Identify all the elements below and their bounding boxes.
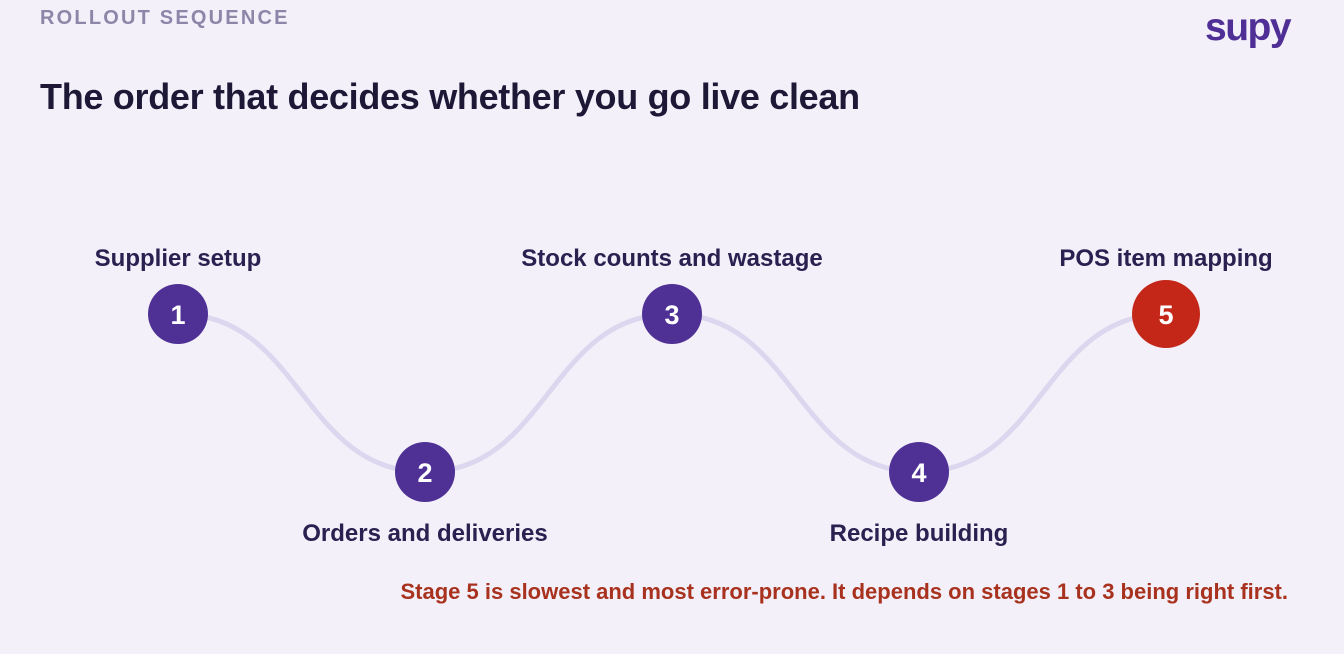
connector-4-5 xyxy=(916,311,1169,475)
stage-2-node xyxy=(395,442,455,502)
stage-2-number: 2 xyxy=(417,458,432,488)
stage-4-label: Recipe building xyxy=(830,520,1009,547)
timeline-connectors xyxy=(175,311,1169,475)
stage-1-label: Supplier setup xyxy=(95,245,262,272)
stage-4-number: 4 xyxy=(911,458,926,488)
stage-3-number: 3 xyxy=(664,300,679,330)
connector-3-4 xyxy=(669,311,922,475)
stage-1: 1 Supplier setup xyxy=(95,245,262,344)
stage-5-number: 5 xyxy=(1158,300,1173,330)
stage-2-label: Orders and deliveries xyxy=(302,520,547,547)
stage-4-node xyxy=(889,442,949,502)
section-eyebrow: ROLLOUT SEQUENCE xyxy=(40,7,290,29)
page-title: The order that decides whether you go li… xyxy=(40,76,860,117)
stage-5-footnote: Stage 5 is slowest and most error-prone.… xyxy=(400,579,1289,604)
stage-5: 5 POS item mapping xyxy=(1059,245,1273,348)
stage-5-label: POS item mapping xyxy=(1059,245,1272,272)
connector-2-3 xyxy=(422,311,675,475)
connector-1-2 xyxy=(175,311,428,475)
stage-1-number: 1 xyxy=(170,300,185,330)
supy-logo: supy xyxy=(1205,6,1292,49)
stage-3-label: Stock counts and wastage xyxy=(521,245,822,272)
stage-1-node xyxy=(148,284,208,344)
stage-3-node xyxy=(642,284,702,344)
stage-5-node xyxy=(1132,280,1200,348)
stage-3: 3 Stock counts and wastage xyxy=(521,245,823,344)
